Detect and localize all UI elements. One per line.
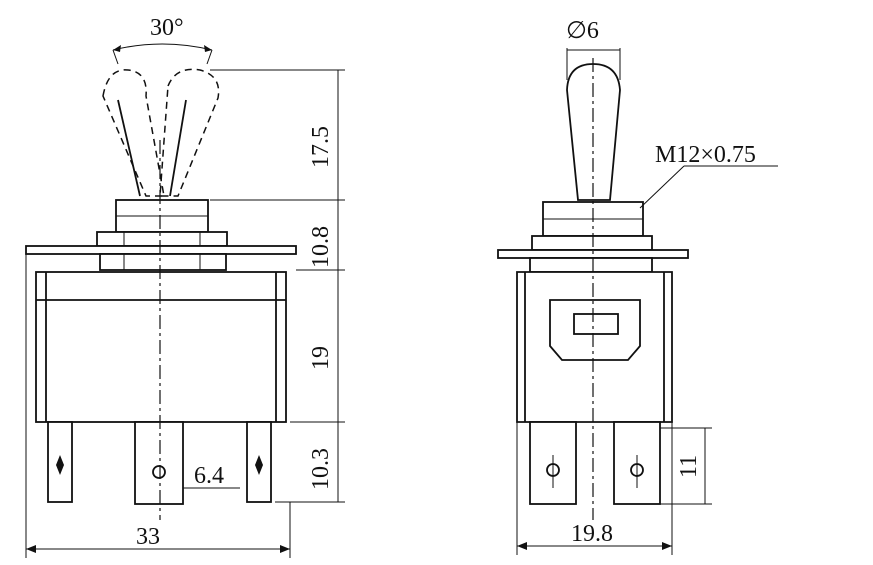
body-height-label: 19	[308, 346, 334, 370]
side-view: ∅6	[497, 18, 778, 555]
lever-diameter-dimension: ∅6	[566, 18, 621, 80]
bushing-height-label: 10.8	[308, 226, 334, 268]
angle-dimension: 30°	[112, 15, 213, 65]
thread-callout: M12×0.75	[639, 142, 778, 209]
thread-label: M12×0.75	[655, 142, 756, 168]
front-horizontal-dimensions: 6.4 33	[25, 254, 291, 558]
switch-body	[35, 271, 287, 423]
side-body	[516, 271, 673, 423]
side-lever	[566, 63, 621, 201]
front-terminals	[47, 421, 272, 505]
angle-label: 30°	[150, 15, 184, 41]
side-terminal-dimension: 11	[660, 427, 712, 505]
side-width-dimension: 19.8	[516, 422, 673, 555]
lever-diameter-label: ∅6	[566, 18, 599, 44]
side-terminals	[529, 421, 661, 505]
body-width-label: 33	[136, 524, 160, 550]
side-terminal-height-label: 11	[676, 455, 702, 478]
terminal-height-label: 10.3	[308, 448, 334, 490]
terminal-width-label: 6.4	[194, 463, 224, 489]
front-view: 30°	[25, 15, 345, 558]
lever-height-label: 17.5	[308, 126, 334, 168]
bushing-assembly	[25, 199, 297, 271]
front-vertical-dimensions: 17.5 10.8 19 10.3	[210, 69, 345, 503]
lever-positions	[102, 68, 220, 197]
side-width-label: 19.8	[571, 521, 613, 547]
